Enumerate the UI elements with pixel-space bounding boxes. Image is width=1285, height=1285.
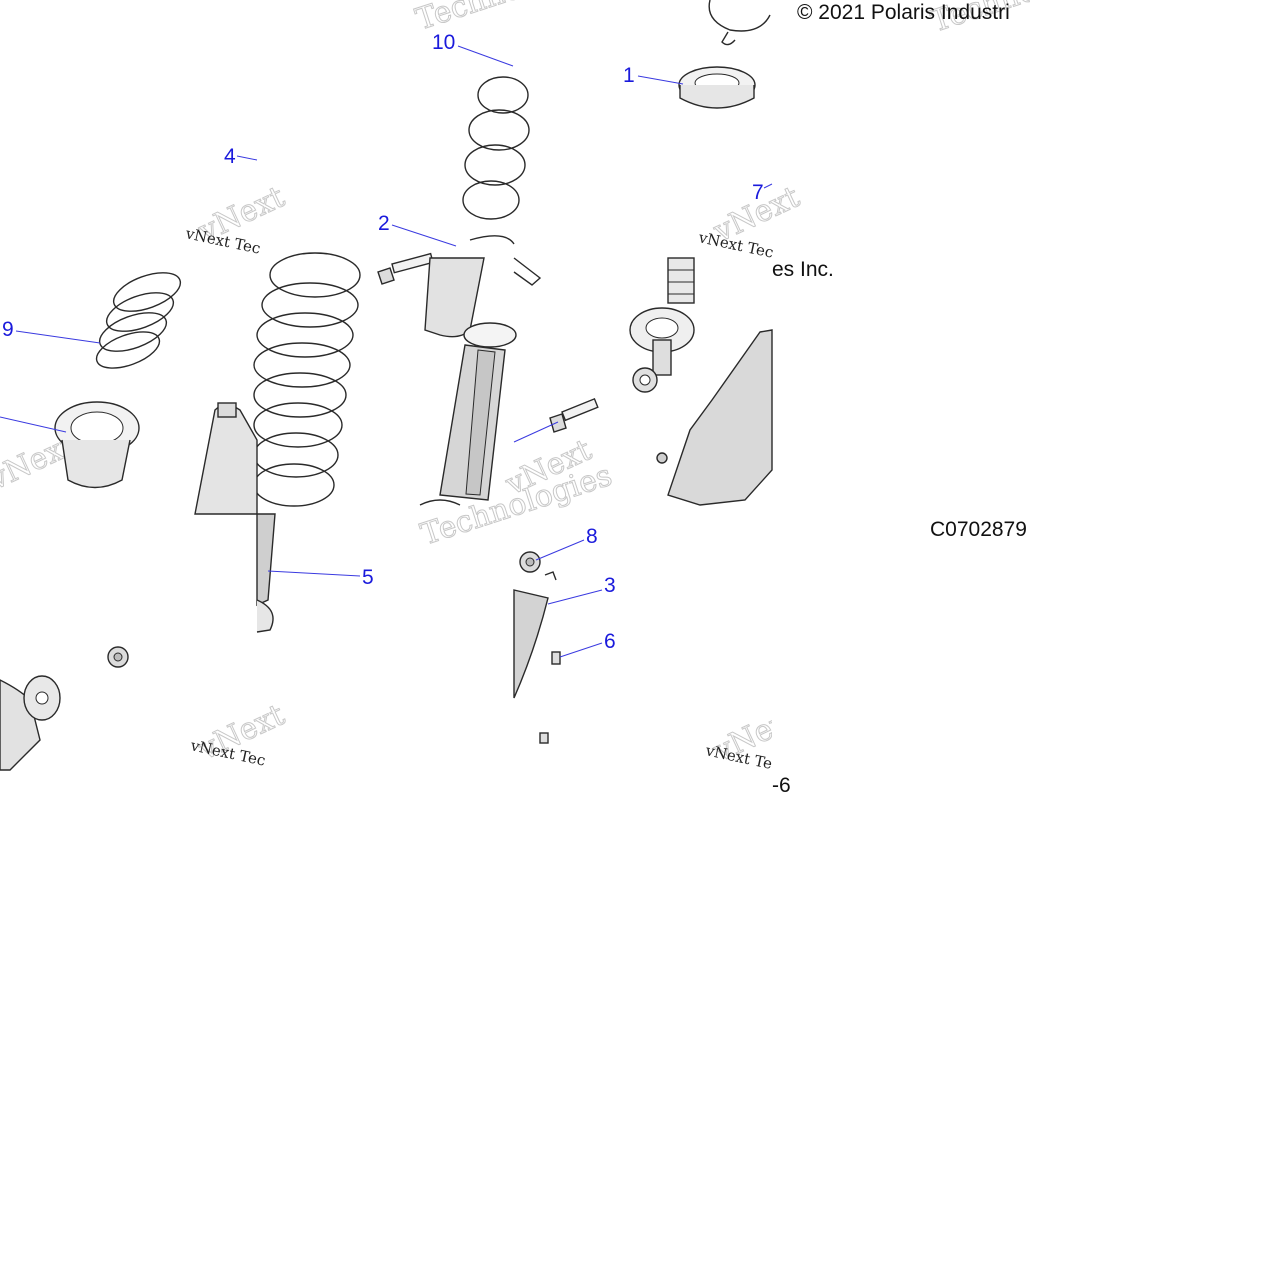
clip-ring xyxy=(469,0,771,286)
spring-small xyxy=(95,272,182,369)
callout-layer: 10 1 4 7 2 9 8 3 6 5 xyxy=(0,31,773,658)
callout-7: 7 xyxy=(752,181,764,204)
callout-1: 1 xyxy=(623,64,635,87)
copyright-text: © 2021 Polaris Industri xyxy=(797,1,1010,24)
bolt-upper xyxy=(377,252,434,285)
shock-right xyxy=(629,257,695,393)
spring-retainer xyxy=(678,66,756,109)
callout-9: 9 xyxy=(2,318,14,341)
callout-10: 10 xyxy=(432,31,455,54)
callout-4: 4 xyxy=(224,145,236,168)
figure-code: C0702879 xyxy=(930,518,1027,541)
nut-upper xyxy=(107,646,129,668)
shock-body xyxy=(419,257,517,506)
screw-6 xyxy=(539,651,561,744)
callout-2: 2 xyxy=(378,212,390,235)
copyright-text-tail: es Inc. xyxy=(772,258,834,281)
guard-cover xyxy=(513,329,773,699)
callout-3: 3 xyxy=(604,574,616,597)
callout-5: 5 xyxy=(362,566,374,589)
nut-small xyxy=(656,452,668,464)
callout-6: 6 xyxy=(604,630,616,653)
page-fragment: -6 xyxy=(772,774,791,797)
callout-8: 8 xyxy=(586,525,598,548)
shock-lower-end xyxy=(0,513,276,771)
bump-stop-cup xyxy=(54,401,140,489)
bolt-lower xyxy=(549,397,599,433)
shock-body-left xyxy=(194,402,258,515)
spring-large xyxy=(253,76,530,507)
nut-8 xyxy=(519,551,541,573)
